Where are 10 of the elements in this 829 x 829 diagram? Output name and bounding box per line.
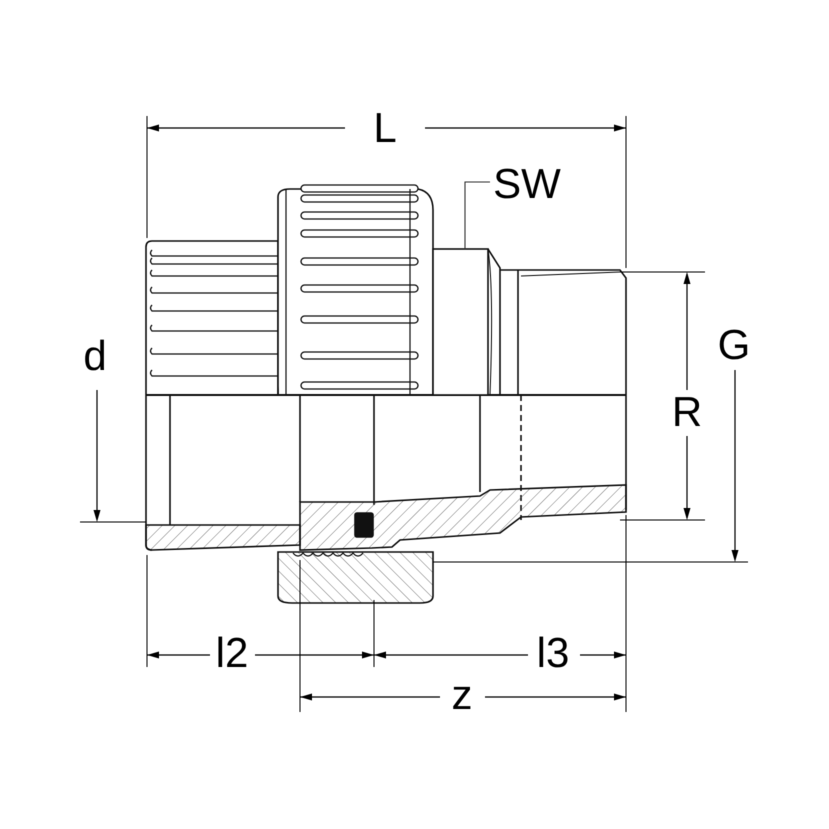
dimension-label: d: [83, 335, 107, 377]
leader-line: [464, 181, 490, 249]
dimension-label: z: [452, 674, 472, 716]
dimension-label: G: [718, 324, 750, 366]
hex-section: [432, 248, 489, 396]
dimension-label: l3: [536, 632, 570, 674]
dimension-label: L: [373, 107, 397, 149]
dimension-label: R: [672, 391, 702, 433]
dimension-label: l2: [216, 632, 248, 674]
part-label: SW: [493, 163, 561, 205]
